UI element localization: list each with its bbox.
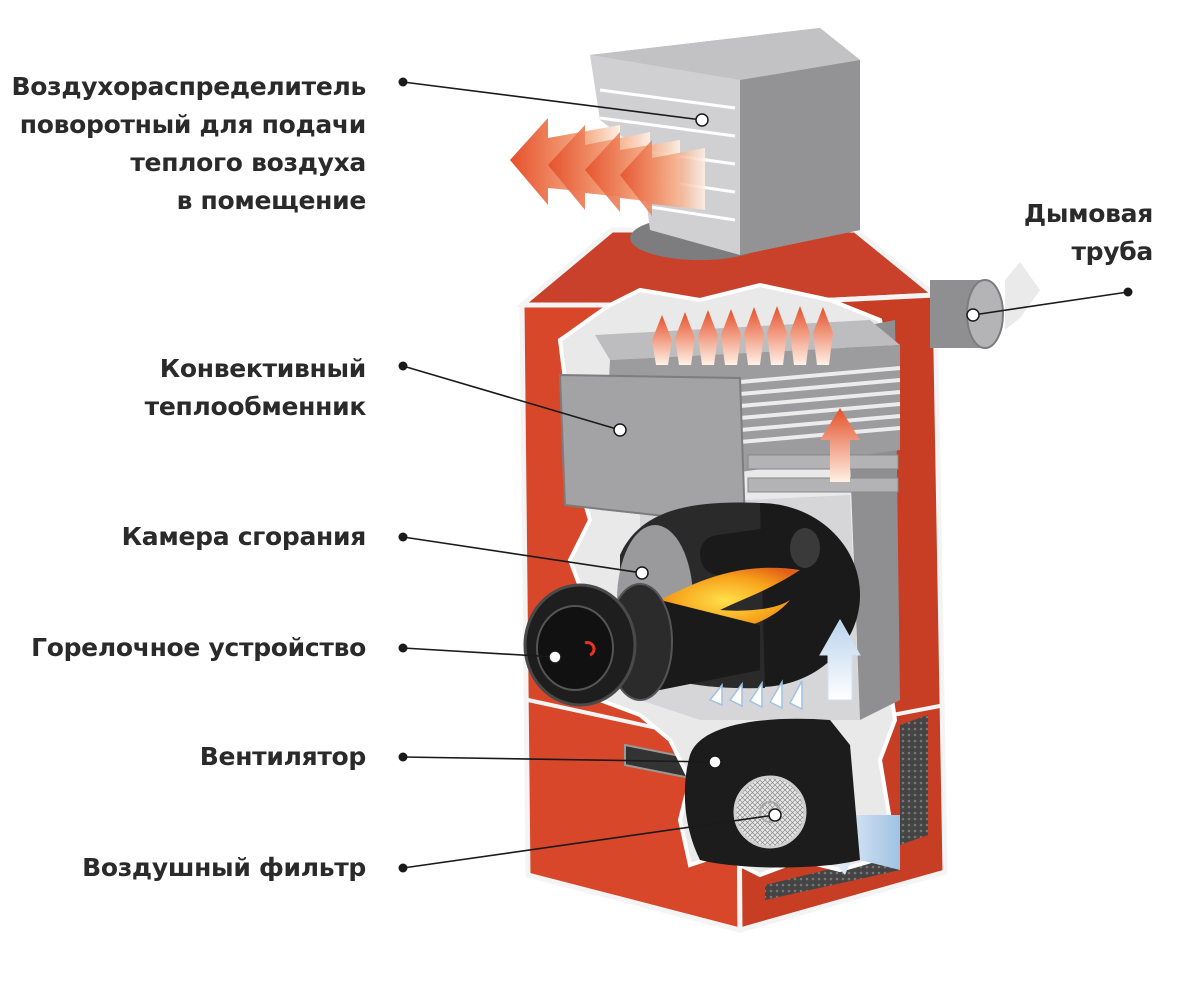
- label-line: Вентилятор: [199, 742, 367, 771]
- label-line: Воздушный фильтр: [82, 853, 366, 882]
- label-line: поворотный для подачи: [19, 110, 367, 139]
- label-line: Конвективный: [159, 354, 367, 383]
- label-line: в помещение: [176, 186, 367, 215]
- hot-air-arrows-exchanger: [652, 306, 860, 482]
- hot-air-arrows-distributor: [510, 118, 705, 216]
- label-combustion-chamber: Камера сгорания: [121, 518, 367, 556]
- label-line: теплообменник: [144, 392, 367, 421]
- label-fan: Вентилятор: [199, 738, 367, 776]
- label-heat-exchanger: Конвективный теплообменник: [144, 350, 367, 426]
- label-air-distributor: Воздухораспределитель поворотный для под…: [12, 68, 367, 220]
- burner: [523, 583, 760, 707]
- label-burner: Горелочное устройство: [31, 629, 366, 667]
- label-air-filter: Воздушный фильтр: [82, 849, 366, 887]
- label-line: труба: [1071, 237, 1153, 266]
- label-line: Камера сгорания: [121, 522, 367, 551]
- label-line: Воздухораспределитель: [11, 72, 367, 101]
- label-line: Горелочное устройство: [31, 633, 366, 662]
- label-line: теплого воздуха: [130, 148, 366, 177]
- fan: [684, 718, 860, 868]
- leader-lines: [402, 81, 1129, 869]
- label-line: Дымовая: [1023, 199, 1153, 228]
- leader-dots: [398, 77, 1133, 873]
- chimney: [930, 262, 1040, 349]
- label-chimney: Дымовая труба: [1024, 195, 1153, 271]
- target-rings: [548, 113, 980, 822]
